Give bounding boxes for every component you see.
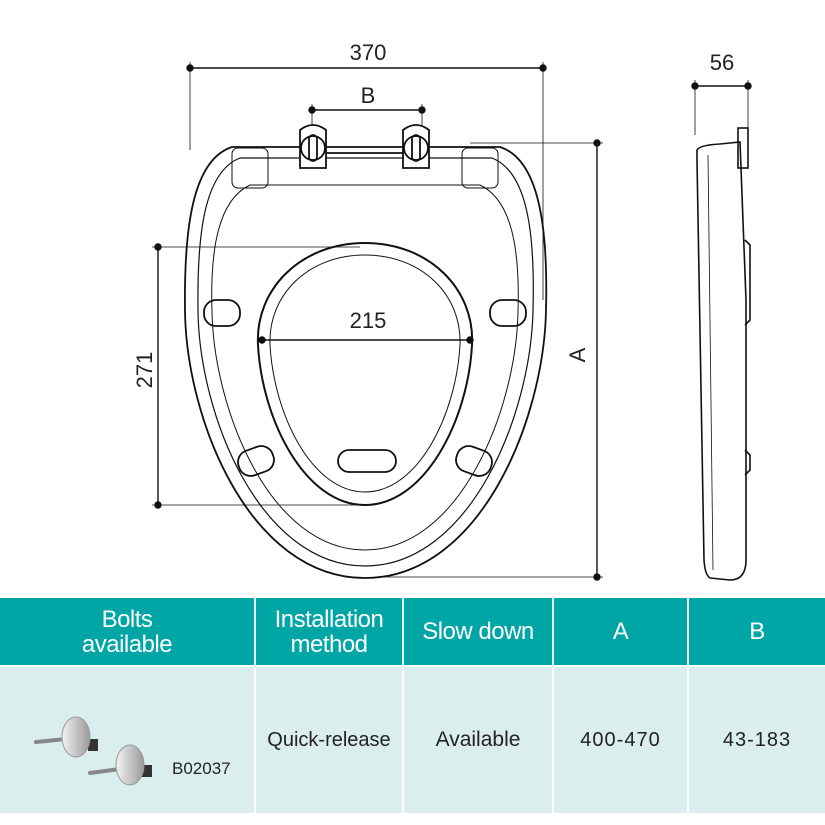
thickness-dimension-line (691, 80, 752, 135)
thickness-label: 56 (710, 50, 734, 75)
hinge-spacing-dimension-line (308, 104, 426, 135)
width-label: 370 (350, 40, 387, 65)
header-installation-line2: method (290, 630, 368, 658)
installation-cell: Quick-release (255, 665, 404, 813)
opening-length-label: 271 (132, 352, 157, 389)
bolt-code: B02037 (172, 759, 231, 778)
length-dimension-line (380, 139, 603, 581)
length-label: A (565, 347, 590, 362)
a-value-cell: 400-470 (553, 665, 689, 813)
header-slow-down: Slow down (403, 598, 554, 666)
bolt-image (34, 716, 152, 786)
slow-down-cell: Available (403, 665, 554, 813)
b-value-cell: 43-183 (688, 665, 825, 813)
header-bolts-line2: available (81, 630, 173, 658)
hinge-spacing-label: B (361, 83, 376, 108)
seat-side-view (696, 127, 751, 581)
toilet-seat-dimension-drawing: 370 B 215 56 A 271 (132, 40, 752, 581)
opening-length-dimension-line (152, 243, 360, 509)
header-b: B (688, 598, 825, 666)
header-bolts-line1: Bolts (101, 605, 153, 633)
width-dimension-line (186, 62, 547, 300)
opening-width-dimension-line (258, 336, 474, 344)
header-installation-line1: Installation (274, 605, 384, 633)
header-a: A (553, 598, 689, 666)
bolts-cell: B02037 (0, 665, 256, 813)
opening-width-label: 215 (350, 308, 387, 333)
seat-top-view (184, 124, 548, 579)
table-row: B02037 Quick-release Available 400-470 4… (0, 665, 825, 813)
